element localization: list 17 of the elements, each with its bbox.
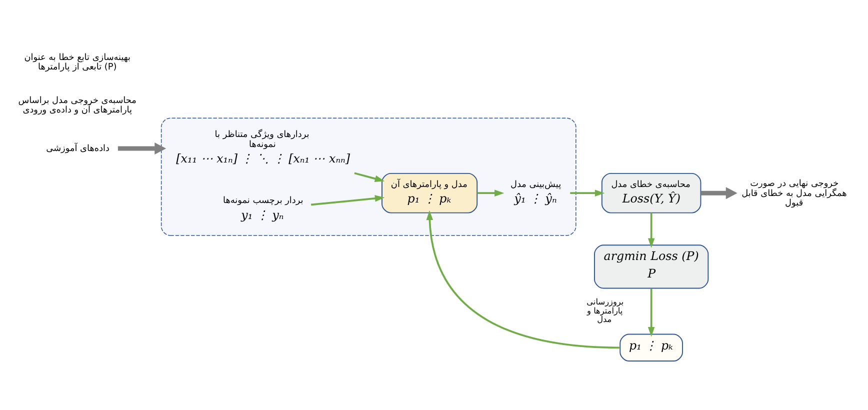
arrow	[354, 172, 385, 182]
arrow	[648, 288, 655, 337]
label: محاسبه‌ی خروجی مدل براساس پارامترهای آن و داده‌ی ورودی	[18, 96, 136, 116]
node-text: داده‌های آموزشی	[46, 144, 110, 154]
arrow	[700, 187, 738, 200]
arrow	[118, 142, 166, 155]
node-text: خروجی نهایی در صورت همگرایی مدل به خطای قابل قبول	[742, 179, 847, 208]
edge-label: بروزرسانی پارامترها و مدل	[586, 296, 624, 324]
node-box: argmin Loss (P) P	[594, 244, 709, 289]
arrow	[310, 195, 385, 206]
arrow	[477, 190, 504, 196]
arrow	[426, 210, 620, 349]
label: بهینه‌سازی تابع خطا به عنوان تابعی از پارامترها (P)	[24, 52, 131, 72]
cluster	[160, 118, 576, 236]
arrow	[570, 190, 605, 196]
node-box: p₁ ⋮ pₖ	[620, 334, 684, 362]
arrow	[648, 212, 655, 248]
